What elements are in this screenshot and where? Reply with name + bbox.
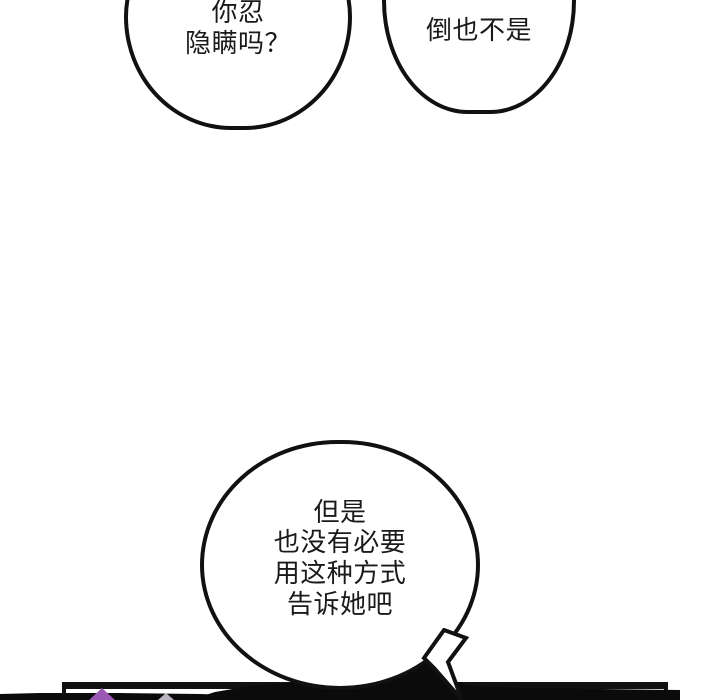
speech-bubble-reply: 倒也不是 (382, 0, 576, 114)
speech-bubble-question-text: 你忍 隐瞒吗？ (184, 0, 292, 59)
grey-hair-peak (158, 693, 174, 700)
speech-bubble-tail-icon (421, 628, 470, 700)
speech-bubble-suggestion-text: 但是 也没有必要 用这种方式 告诉她吧 (273, 497, 407, 620)
speech-bubble-suggestion: 但是 也没有必要 用这种方式 告诉她吧 (200, 440, 480, 690)
speech-bubble-reply-text: 倒也不是 (425, 15, 533, 46)
speech-bubble-question: 你忍 隐瞒吗？ (124, 0, 352, 130)
purple-hair-peak (88, 688, 116, 700)
